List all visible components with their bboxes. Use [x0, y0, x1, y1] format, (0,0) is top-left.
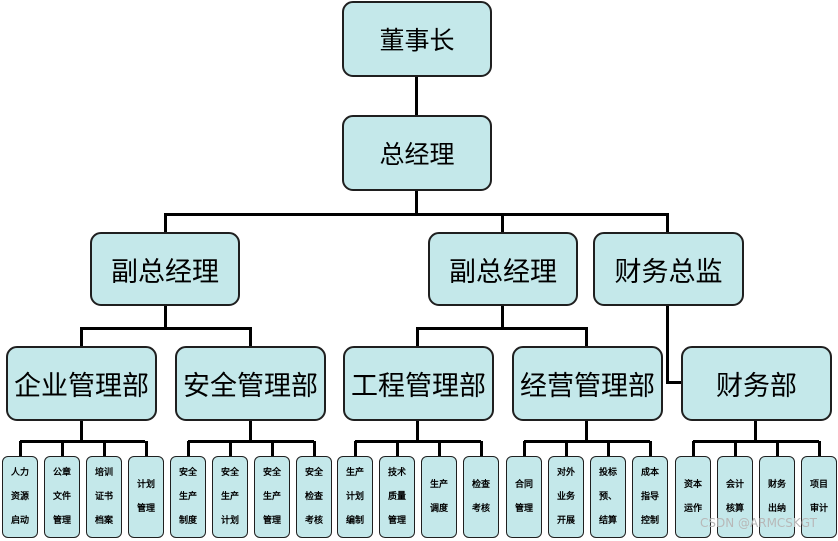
- connector: [164, 213, 167, 233]
- connector: [565, 441, 568, 457]
- engineering-sub-item-box: 技术 质量 管理: [379, 456, 415, 538]
- engineering-sub-item-box: 生产 计划 编制: [337, 456, 373, 538]
- engineering-sub-item-box: 生产 调度: [421, 456, 457, 538]
- safety-sub-item-box: 安全 生产 计划: [212, 456, 248, 538]
- connector: [20, 440, 145, 443]
- connector: [501, 213, 504, 233]
- connector: [61, 441, 64, 457]
- connector: [415, 76, 418, 116]
- connector: [416, 420, 419, 442]
- enterprise-sub-item-box: 培训 证书 档案: [86, 456, 122, 538]
- connector: [145, 441, 148, 457]
- connector: [416, 327, 419, 347]
- connector: [354, 441, 357, 457]
- connector: [103, 441, 106, 457]
- vice-general-manager-left-box: 副总经理: [90, 232, 240, 306]
- connector: [585, 420, 588, 442]
- connector: [416, 327, 588, 330]
- connector: [229, 441, 232, 457]
- connector: [396, 441, 399, 457]
- connector: [188, 440, 314, 443]
- connector: [438, 441, 441, 457]
- engineering-management-dept-box: 工程管理部: [343, 346, 494, 421]
- safety-sub-item-box: 安全 检查 考核: [296, 456, 332, 538]
- business-sub-item-box: 投标 预、 结算: [590, 456, 626, 538]
- finance-sub-item-box: 会计 核算: [717, 456, 753, 538]
- business-sub-item-box: 对外 业务 开展: [548, 456, 584, 538]
- connector: [19, 441, 22, 457]
- watermark: CSDN @ARMCSKGT: [700, 516, 817, 530]
- connector: [693, 440, 819, 443]
- enterprise-sub-item-box: 人力 资源 启动: [2, 456, 38, 538]
- enterprise-management-dept-box: 企业管理部: [6, 346, 157, 421]
- finance-sub-item-box: 资本 运作: [675, 456, 711, 538]
- chairman-box: 董事长: [342, 1, 492, 77]
- connector: [649, 441, 652, 457]
- connector: [249, 327, 252, 347]
- business-sub-item-box: 成本 指导 控制: [632, 456, 668, 538]
- safety-management-dept-box: 安全管理部: [175, 346, 326, 421]
- connector: [524, 440, 650, 443]
- connector: [666, 305, 669, 384]
- business-management-dept-box: 经营管理部: [512, 346, 663, 421]
- finance-director-box: 财务总监: [593, 232, 744, 306]
- connector: [666, 213, 669, 233]
- connector: [355, 440, 481, 443]
- finance-sub-item-box: 财务 出纳: [759, 456, 795, 538]
- connector: [80, 327, 83, 347]
- connector: [776, 441, 779, 457]
- connector: [734, 441, 737, 457]
- connector: [249, 420, 252, 442]
- connector: [415, 190, 418, 214]
- enterprise-sub-item-box: 公章 文件 管理: [44, 456, 80, 538]
- connector: [480, 441, 483, 457]
- safety-sub-item-box: 安全 生产 管理: [254, 456, 290, 538]
- connector: [666, 381, 682, 384]
- finance-sub-item-box: 项目 审计: [801, 456, 837, 538]
- general-manager-box: 总经理: [342, 115, 492, 191]
- connector: [187, 441, 190, 457]
- connector: [80, 420, 83, 442]
- connector: [271, 441, 274, 457]
- connector: [501, 305, 504, 329]
- connector: [585, 327, 588, 347]
- connector: [818, 441, 821, 457]
- connector: [607, 441, 610, 457]
- connector: [80, 327, 252, 330]
- vice-general-manager-middle-box: 副总经理: [428, 232, 578, 306]
- connector: [164, 305, 167, 329]
- connector: [523, 441, 526, 457]
- enterprise-sub-item-box: 计划 管理: [128, 456, 164, 538]
- finance-dept-box: 财务部: [681, 346, 832, 421]
- connector: [692, 441, 695, 457]
- connector: [754, 420, 757, 442]
- safety-sub-item-box: 安全 生产 制度: [170, 456, 206, 538]
- business-sub-item-box: 合同 管理: [506, 456, 542, 538]
- engineering-sub-item-box: 检查 考核: [463, 456, 499, 538]
- connector: [313, 441, 316, 457]
- connector: [164, 213, 668, 216]
